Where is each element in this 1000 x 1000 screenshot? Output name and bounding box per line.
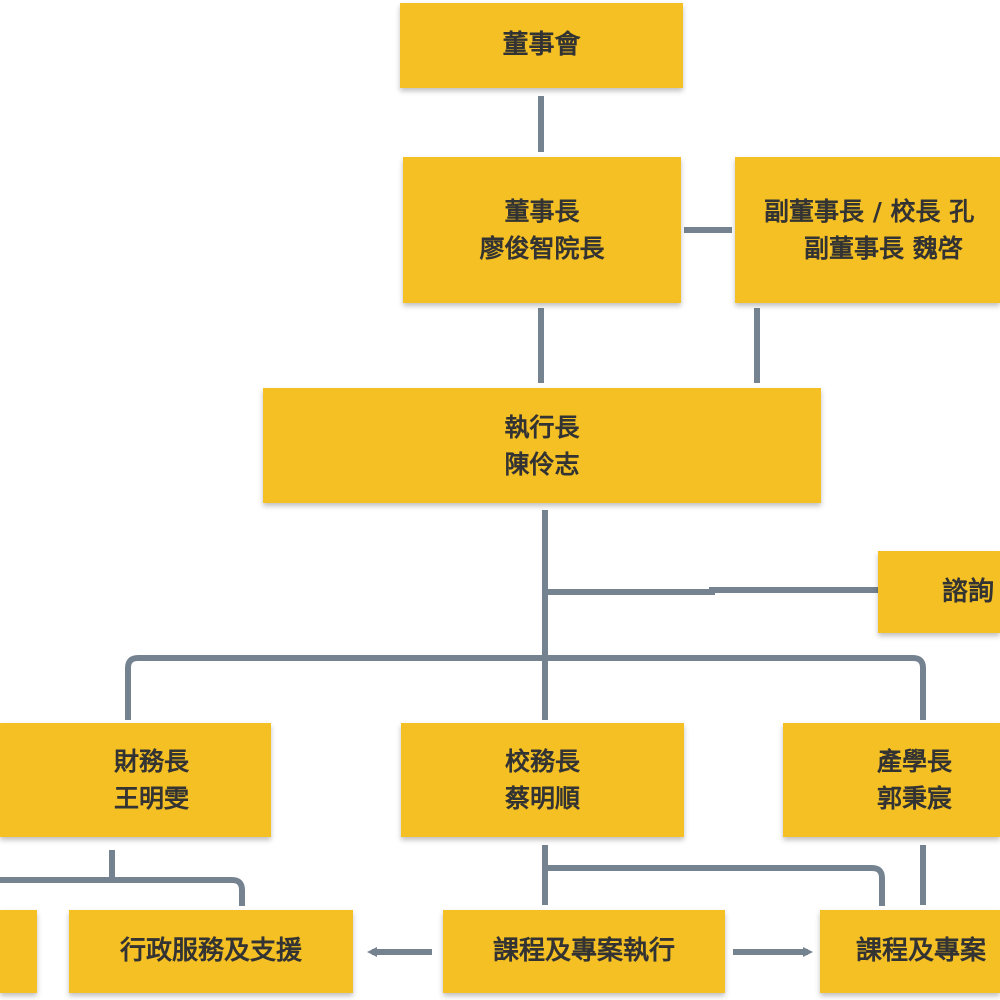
node-ceo-name: 陳伶志: [504, 449, 580, 479]
connector-advisory: [545, 587, 878, 595]
node-course-exec-title: 課程及專案執行: [492, 936, 675, 966]
node-advisory: 諮詢: [878, 551, 1000, 633]
node-chairman: 董事長 廖俊智院長: [403, 157, 681, 303]
node-chairman-name: 廖俊智院長: [479, 234, 605, 263]
node-cfo: 財務長 王明雯: [0, 723, 271, 837]
node-admin-support: 行政服務及支援: [69, 910, 353, 993]
node-advisory-title: 諮詢: [942, 576, 995, 607]
node-admin-support-title: 行政服務及支援: [119, 936, 302, 966]
node-board-title: 董事會: [502, 30, 581, 60]
node-course-right: 課程及專案: [820, 910, 1000, 993]
node-chairman-title: 董事長: [504, 197, 580, 226]
node-industry-name: 郭秉宸: [877, 784, 953, 813]
node-vice-chairman: 副董事長 / 校長 孔 副董事長 魏啓: [735, 157, 1000, 303]
node-vice-chairman-name: 副董事長 魏啓: [804, 234, 963, 263]
node-ceo: 執行長 陳伶志: [263, 388, 821, 503]
node-left-partial: [0, 910, 37, 993]
node-vice-chairman-title: 副董事長 / 校長 孔: [764, 197, 975, 226]
node-cfo-title: 財務長: [113, 747, 189, 776]
node-industry-title: 產學長: [877, 747, 953, 776]
node-school-affairs-title: 校務長: [504, 747, 580, 776]
node-school-affairs: 校務長 蔡明順: [401, 723, 684, 837]
node-school-affairs-name: 蔡明順: [504, 784, 580, 813]
connector-branch-bar: [125, 655, 926, 720]
connector-cfo-branch: [0, 877, 245, 906]
connector-school-right: [545, 865, 885, 906]
node-ceo-title: 執行長: [504, 412, 580, 442]
node-industry: 產學長 郭秉宸: [783, 723, 1000, 837]
node-board: 董事會: [400, 3, 683, 88]
node-course-exec: 課程及專案執行: [443, 910, 725, 993]
node-cfo-name: 王明雯: [113, 784, 189, 813]
node-course-right-title: 課程及專案: [856, 936, 987, 966]
